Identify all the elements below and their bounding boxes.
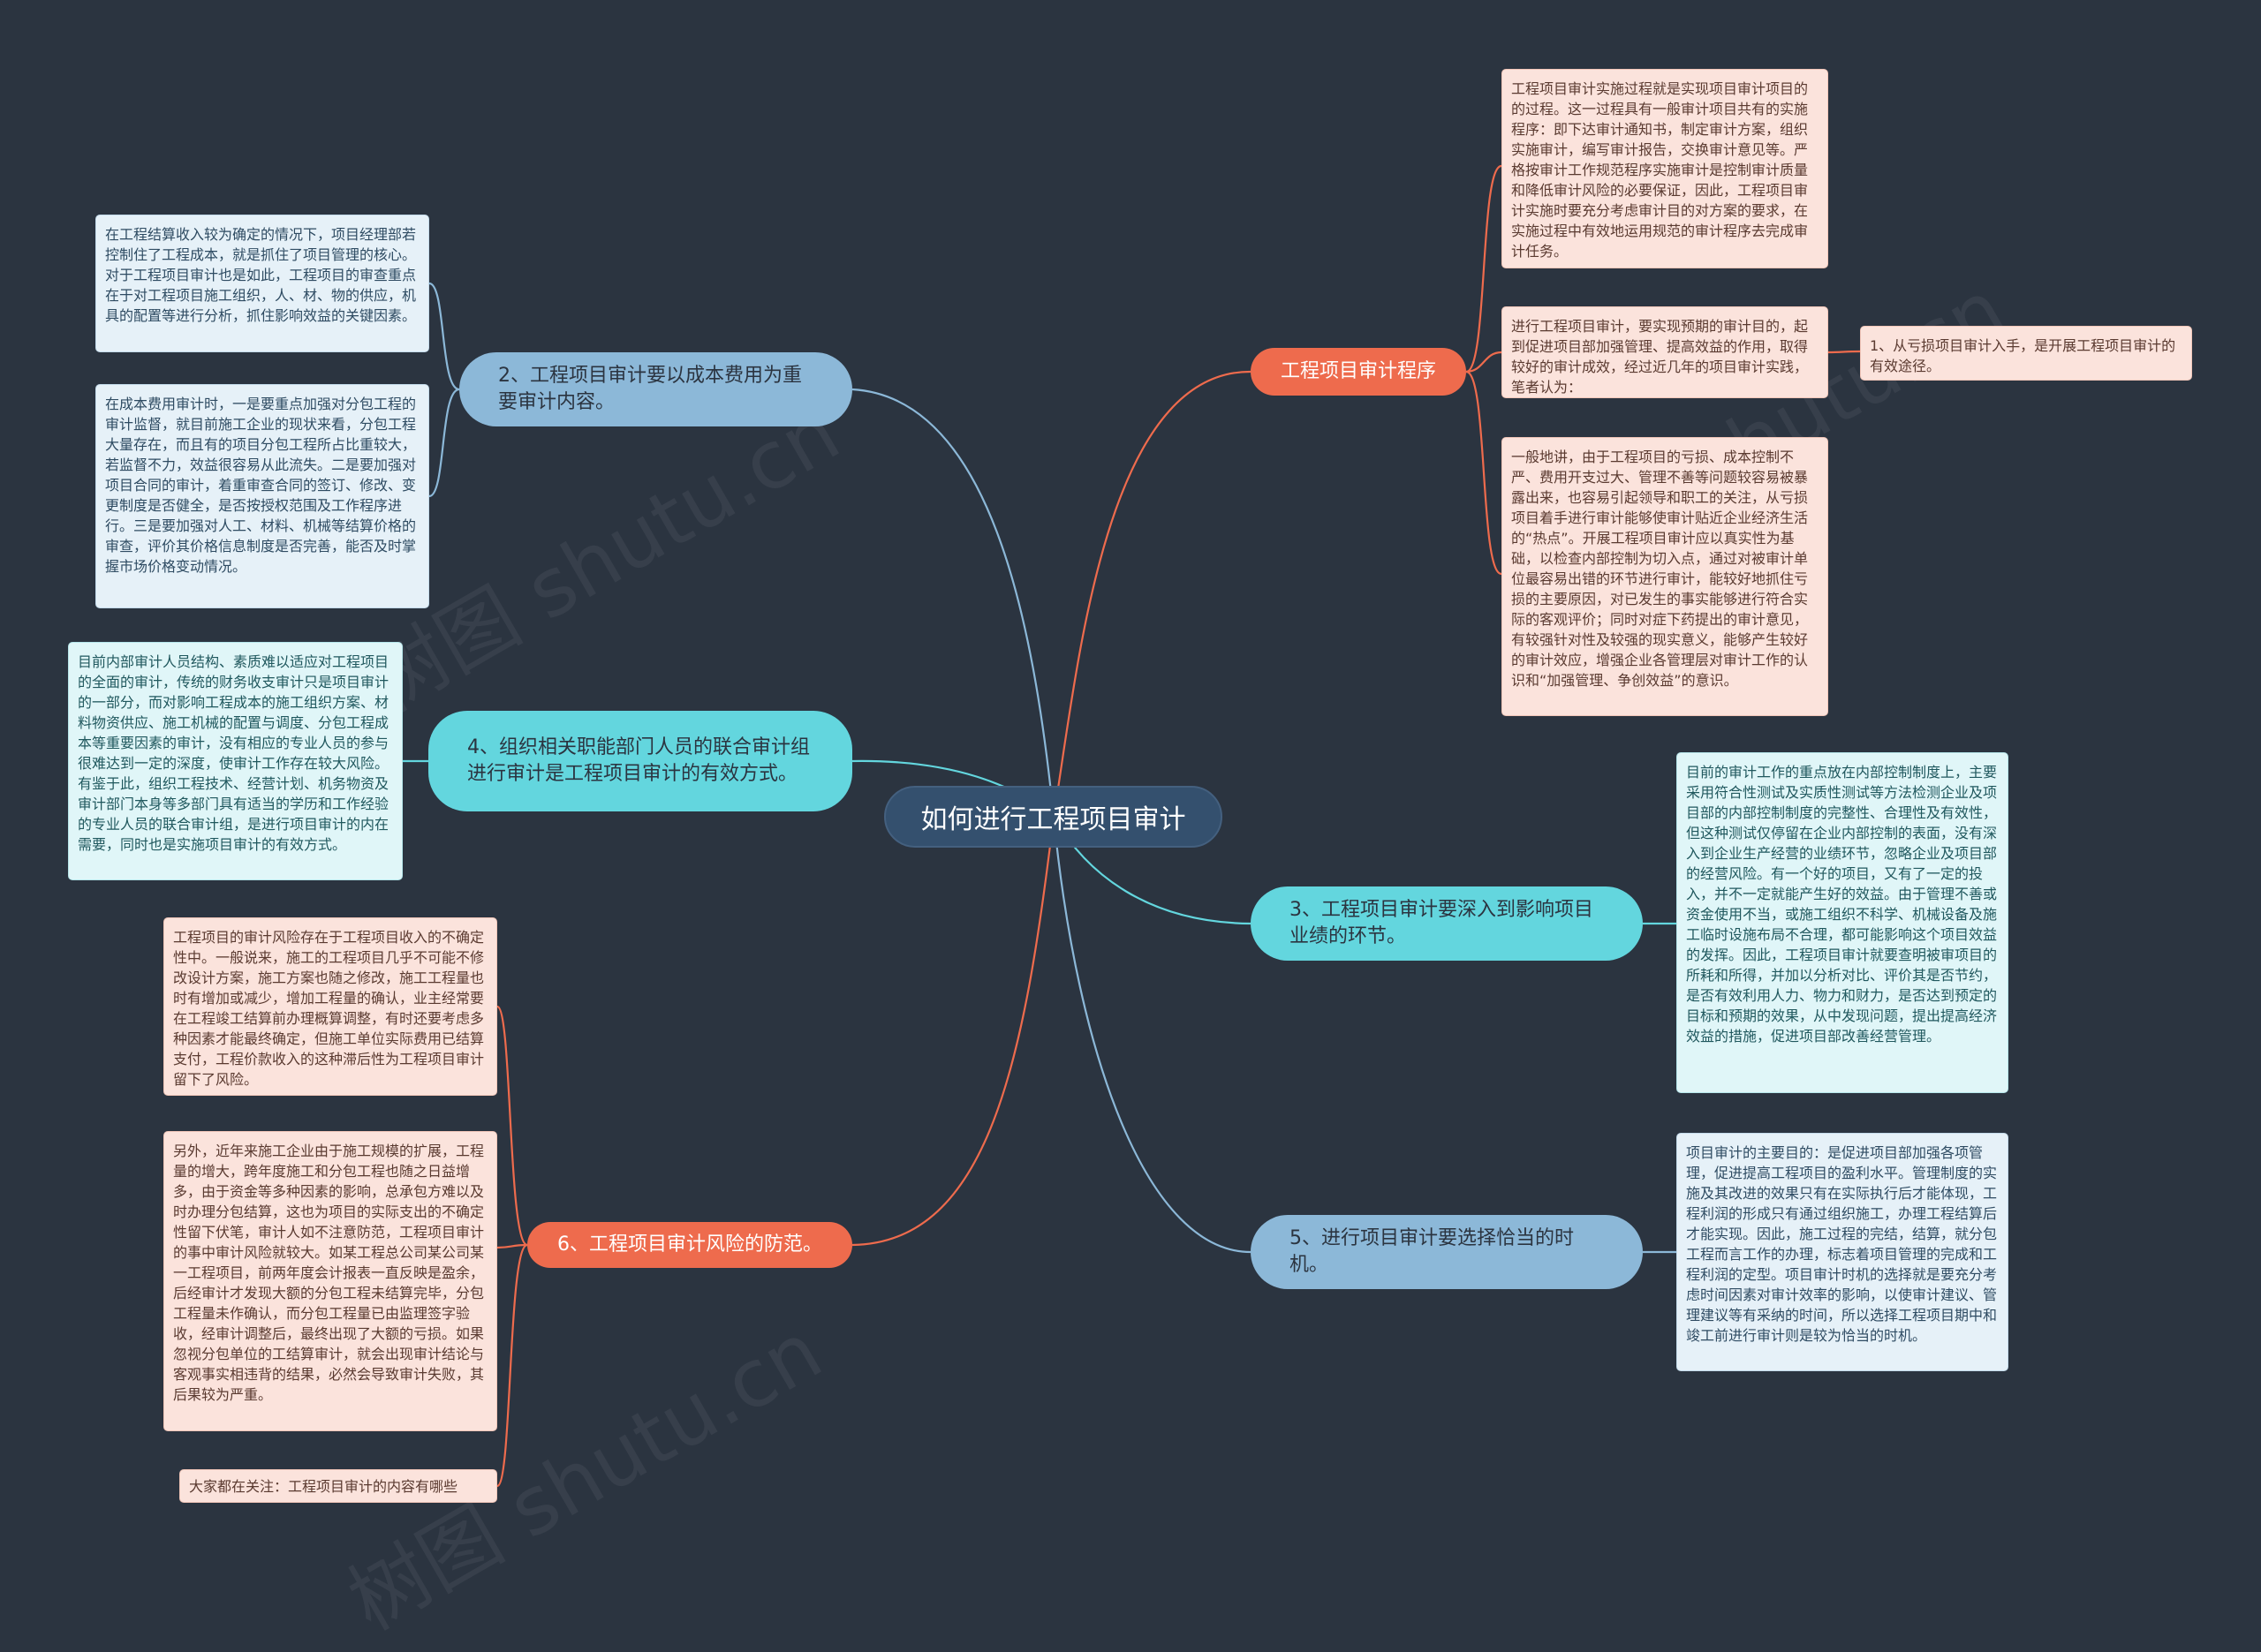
- leaf-loss-project-entry: 1、从亏损项目审计入手，是开展工程项目审计的有效途径。: [1860, 326, 2192, 381]
- branch-timing[interactable]: 5、进行项目审计要选择恰当的时机。: [1251, 1215, 1643, 1289]
- leaf-risk-uncertainty: 工程项目的审计风险存在于工程项目收入的不确定性中。一般说来，施工的工程项目几乎不…: [163, 917, 497, 1096]
- link-b6-c: [495, 1243, 528, 1488]
- leaf-joint-audit-detail: 目前内部审计人员结构、素质难以适应对工程项目的全面的审计，传统的财务收支审计只是…: [68, 642, 403, 880]
- connector-lines: [403, 164, 1861, 1488]
- link-center-b6: [851, 816, 1055, 1247]
- branch-performance-links[interactable]: 3、工程项目审计要深入到影响项目业绩的环节。: [1251, 886, 1643, 961]
- leaf-performance-detail: 目前的审计工作的重点放在内部控制制度上，主要采用符合性测试及实质性测试等方法检测…: [1676, 752, 2008, 1093]
- link-b1b-b1b1: [1827, 350, 1861, 354]
- leaf-procedure-implementation: 工程项目审计实施过程就是实现项目审计项目的的过程。这一过程具有一般审计项目共有的…: [1501, 69, 1828, 268]
- link-center-b1: [1052, 370, 1251, 818]
- link-b1-b: [1465, 351, 1502, 373]
- link-b2-a: [428, 282, 460, 391]
- link-b6-b: [496, 1243, 528, 1249]
- branch-audit-procedure[interactable]: 工程项目审计程序: [1251, 348, 1466, 396]
- link-center-b2: [851, 388, 1055, 818]
- leaf-cost-audit-points: 在成本费用审计时，一是要重点加强对分包工程的审计监督，就目前施工企业的现状来看，…: [95, 384, 429, 608]
- leaf-timing-detail: 项目审计的主要目的：是促进项目部加强各项管理，促进提高工程项目的盈利水平。管理制…: [1676, 1133, 2008, 1371]
- leaf-procedure-intro: 进行工程项目审计，要实现预期的审计目的，起到促进项目部加强管理、提高效益的作用，…: [1501, 306, 1828, 398]
- link-b1-a: [1465, 164, 1502, 373]
- leaf-cost-control-core: 在工程结算收入较为确定的情况下，项目经理部若控制住了工程成本，就是抓住了项目管理…: [95, 215, 429, 352]
- link-b6-a: [495, 1005, 528, 1247]
- link-b2-b: [428, 388, 460, 498]
- branch-joint-audit[interactable]: 4、组织相关职能部门人员的联合审计组进行审计是工程项目审计的有效方式。: [428, 711, 852, 811]
- leaf-related-link[interactable]: 大家都在关注：工程项目审计的内容有哪些: [179, 1469, 497, 1503]
- leaf-loss-project-detail: 一般地讲，由于工程项目的亏损、成本控制不严、费用开支过大、管理不善等问题较容易被…: [1501, 437, 1828, 716]
- leaf-risk-subcontract: 另外，近年来施工企业由于施工规模的扩展，工程量的增大，跨年度施工和分包工程也随之…: [163, 1131, 497, 1431]
- link-center-b5: [1052, 816, 1251, 1254]
- center-topic[interactable]: 如何进行工程项目审计: [884, 786, 1222, 848]
- branch-cost-focus[interactable]: 2、工程项目审计要以成本费用为重要审计内容。: [459, 352, 852, 426]
- branch-risk-prevention[interactable]: 6、工程项目审计风险的防范。: [527, 1222, 852, 1268]
- link-b1-c: [1465, 370, 1502, 576]
